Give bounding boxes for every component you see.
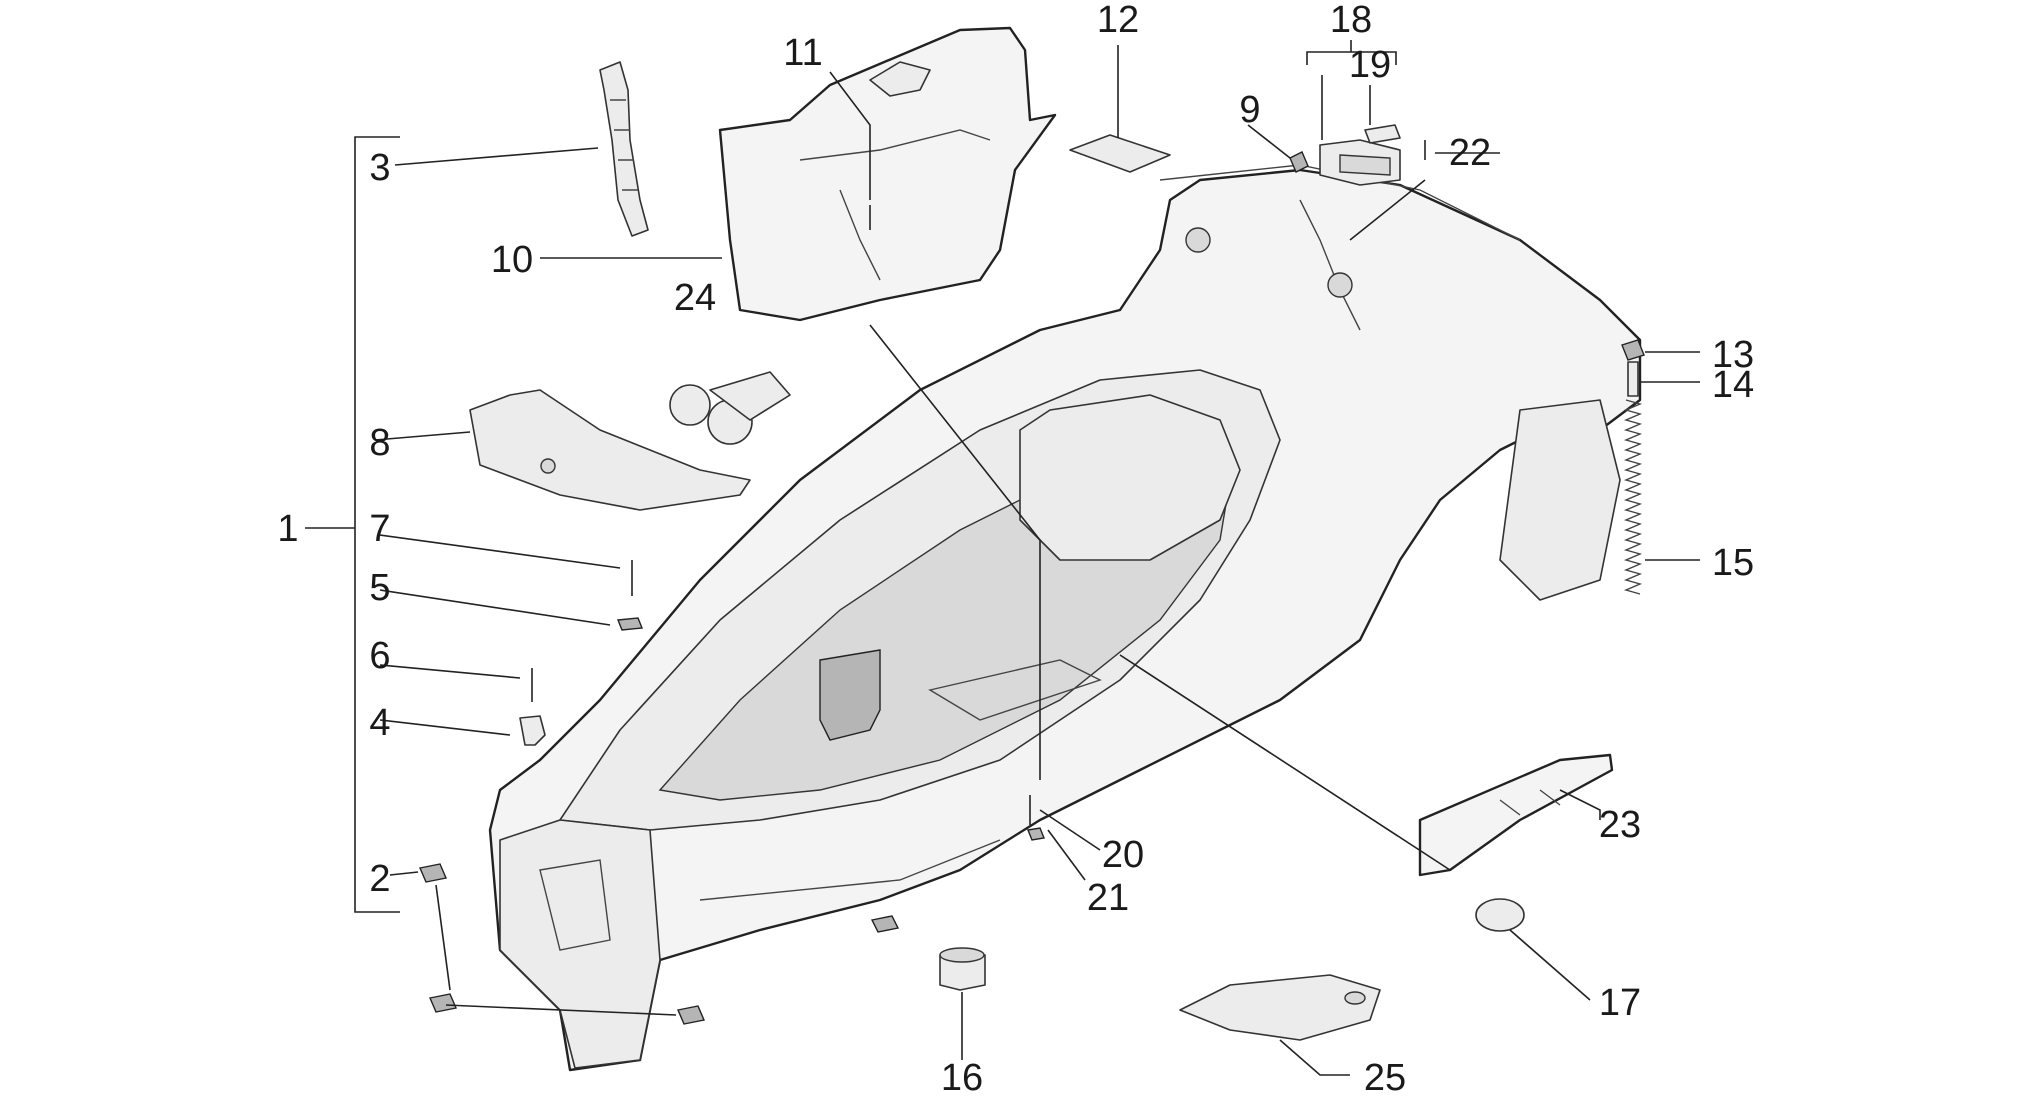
part-16-grommet: [939, 947, 986, 991]
group-brackets: [305, 40, 1397, 913]
leader-lines: [374, 45, 1700, 1076]
part-label-3: 3: [369, 147, 390, 189]
part-18-bracket: [1319, 139, 1401, 186]
part-label-5: 5: [369, 567, 390, 609]
part-label-14: 14: [1712, 364, 1754, 406]
part-label-19: 19: [1349, 44, 1391, 86]
part-label-6: 6: [369, 635, 390, 677]
part-label-7: 7: [369, 508, 390, 550]
part-label-23: 23: [1599, 804, 1641, 846]
part-label-24: 24: [674, 277, 716, 319]
part-8-flat-cover: [469, 389, 751, 511]
part-label-11: 11: [783, 32, 822, 74]
helmet-compartment-frame: [488, 164, 1642, 1072]
small-fasteners: [419, 140, 1426, 1025]
part-label-25: 25: [1364, 1057, 1406, 1099]
part-17-round-plug: [1475, 898, 1525, 932]
part-label-20: 20: [1102, 834, 1144, 876]
part-13-15-spring-assembly: [1621, 339, 1645, 595]
part-label-4: 4: [369, 702, 390, 744]
part-label-22: 22: [1449, 132, 1491, 174]
part-25-mat: [1179, 974, 1381, 1041]
part-label-16: 16: [941, 1057, 983, 1099]
part-10-cover-panel: [718, 26, 1057, 322]
part-9-clip: [1289, 151, 1309, 173]
part-label-2: 2: [369, 858, 390, 900]
part-label-8: 8: [369, 422, 390, 464]
part-label-1: 1: [277, 508, 298, 550]
part-19-pin: [1364, 124, 1401, 144]
part-label-18: 18: [1330, 0, 1372, 41]
part-12-small-lid: [1069, 134, 1171, 173]
part-label-12: 12: [1097, 0, 1139, 41]
part-number-labels: 1 2 3 4 5 6 7 8 9 10 11 12 13 14 15 16 1…: [277, 0, 1754, 1099]
part-label-13: 13: [1712, 334, 1754, 376]
part-23-trim-cover: [1418, 753, 1614, 877]
part-label-10: 10: [491, 239, 533, 281]
part-label-9: 9: [1239, 89, 1260, 131]
part-label-15: 15: [1712, 542, 1754, 584]
part-label-21: 21: [1087, 877, 1129, 919]
part-24-connectors: [669, 371, 791, 445]
part-3-strap: [599, 61, 649, 237]
part-label-17: 17: [1599, 982, 1641, 1024]
